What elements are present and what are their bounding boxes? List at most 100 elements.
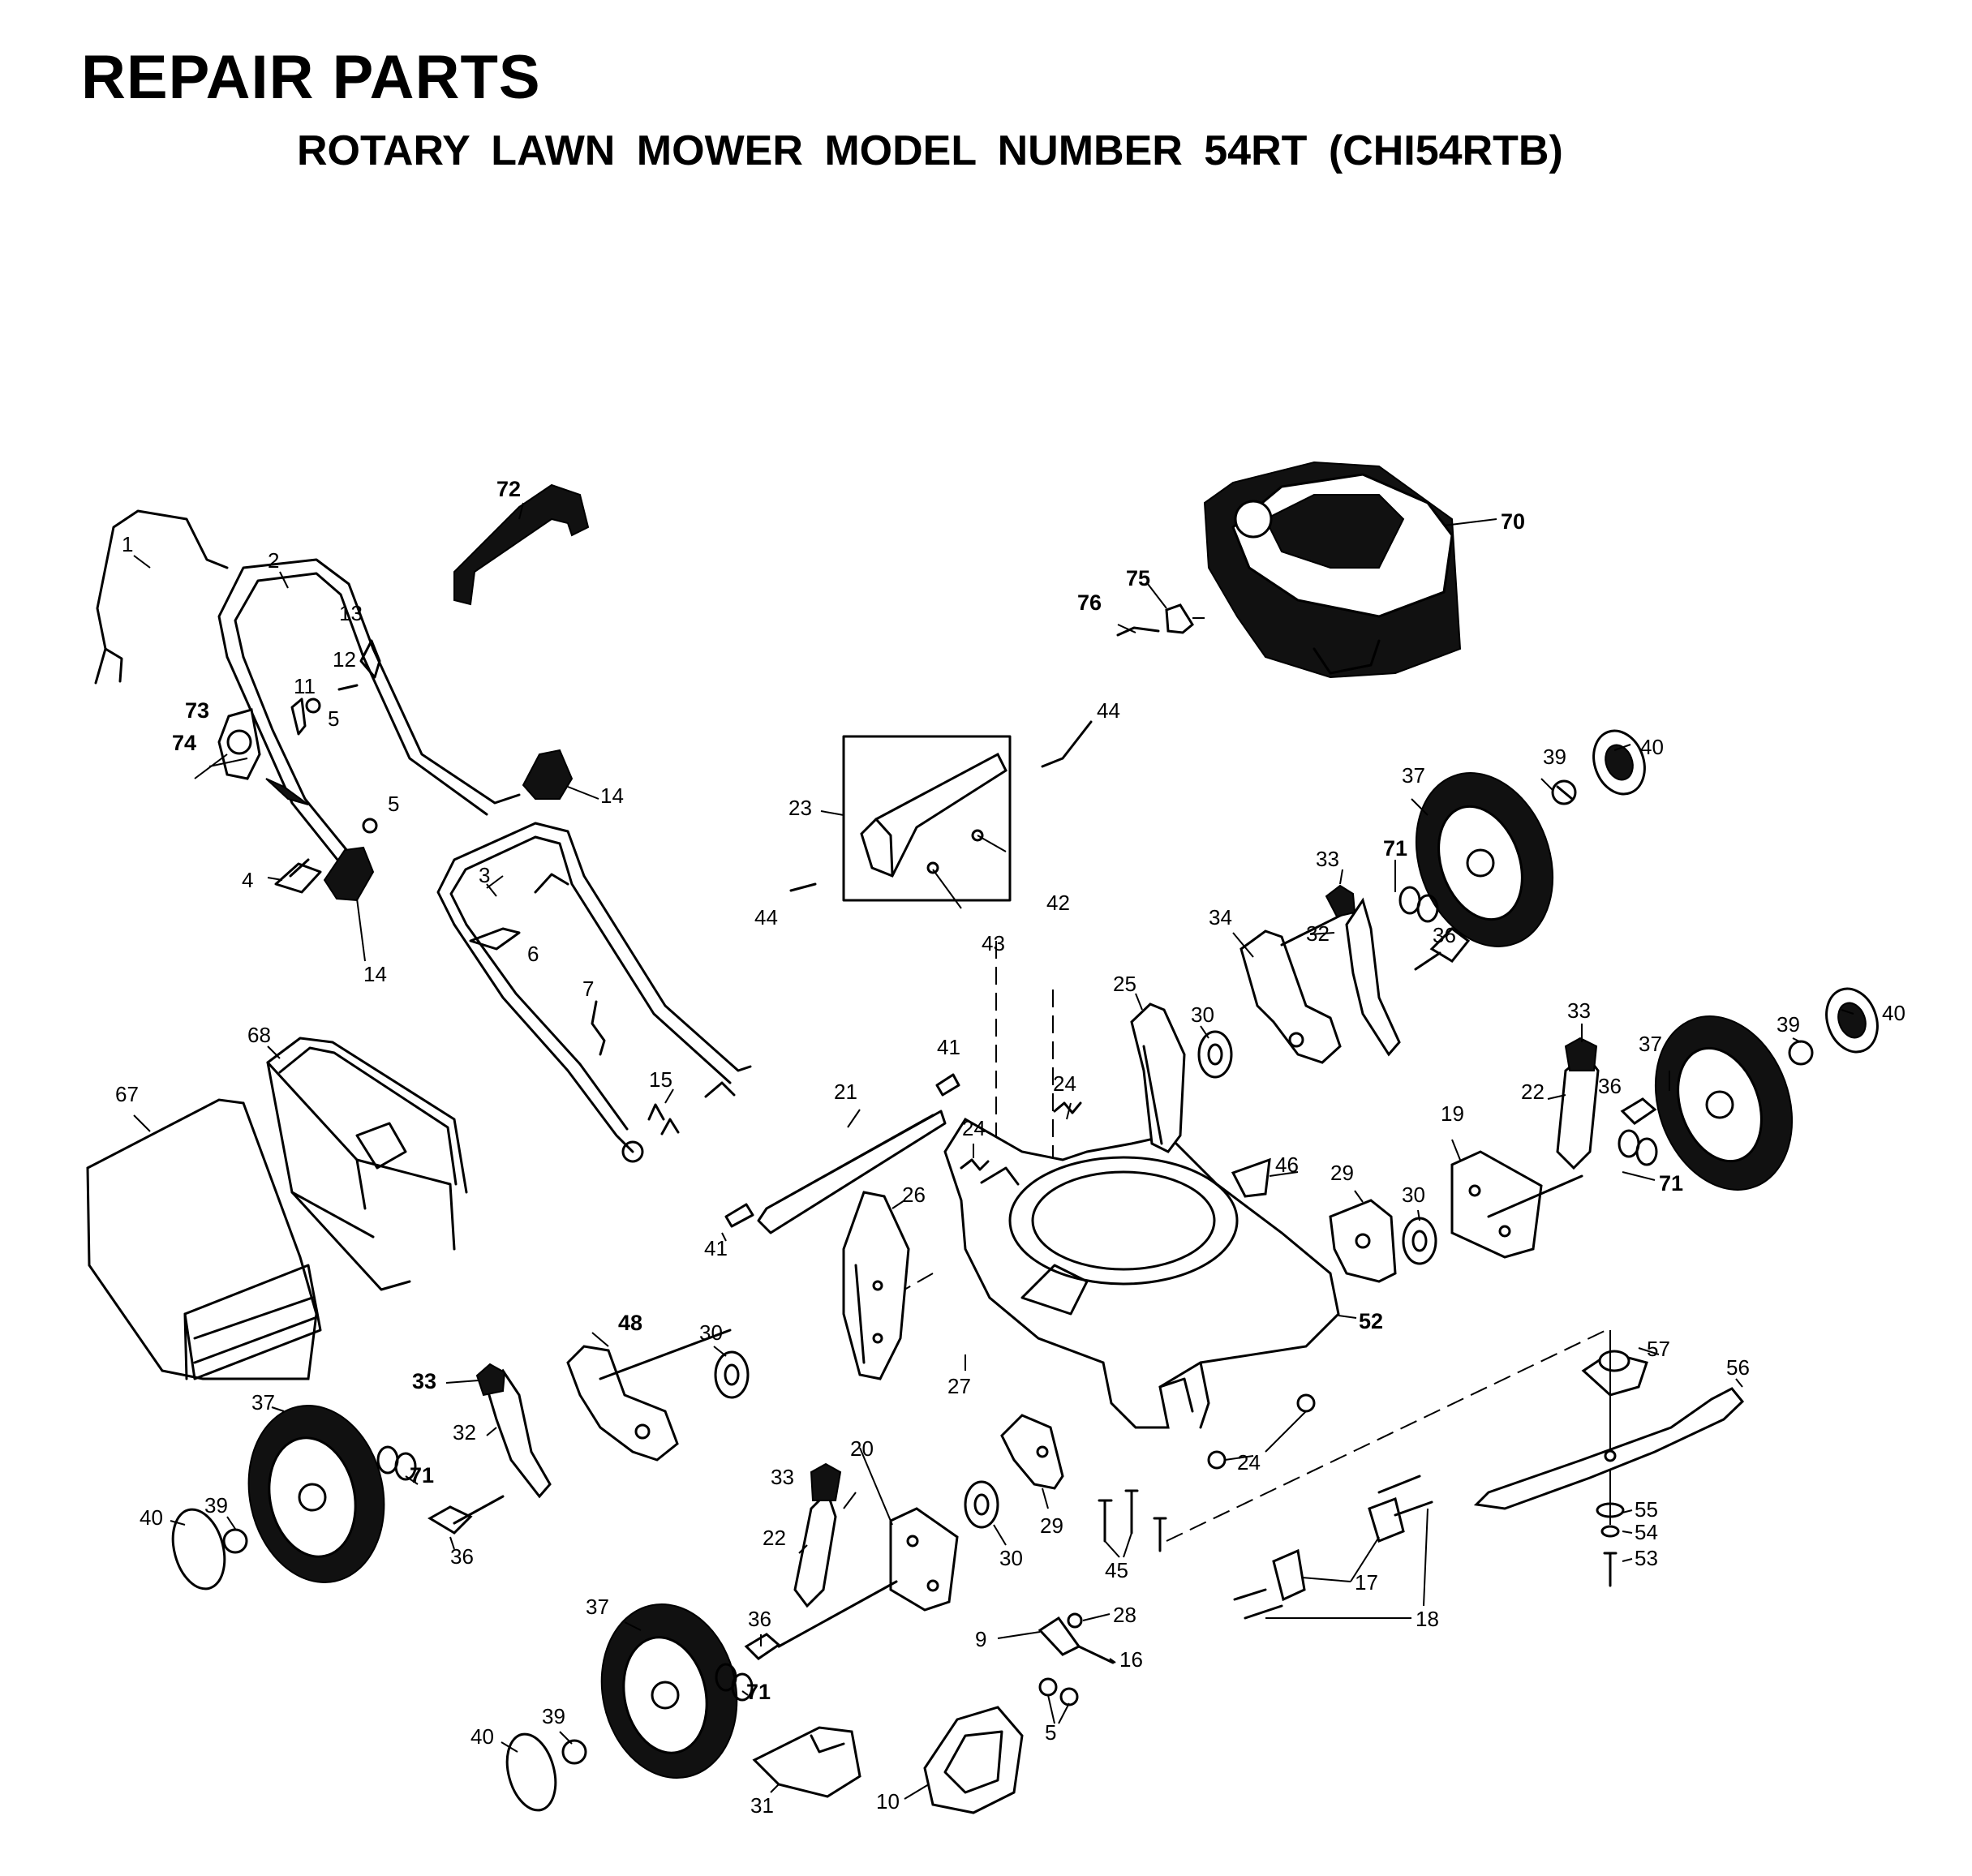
rear-left-cap-40 bbox=[171, 1508, 226, 1591]
handle-knob-part-14-upper bbox=[522, 749, 574, 800]
callout-36-front-left: 36 bbox=[748, 1607, 771, 1631]
callout-30-right: 30 bbox=[1402, 1183, 1425, 1207]
blade-hardware-53-55 bbox=[1596, 1502, 1625, 1587]
front-right-wheel-part-37 bbox=[1654, 1015, 1794, 1191]
callout-71-left: 71 bbox=[410, 1463, 434, 1487]
callout-1: 1 bbox=[122, 532, 133, 556]
callout-31: 31 bbox=[750, 1793, 774, 1818]
callout-30-left: 30 bbox=[699, 1320, 723, 1345]
front-right-nut-39 bbox=[1788, 1040, 1814, 1066]
callout-42: 42 bbox=[1046, 891, 1070, 915]
mower-deck-part-52 bbox=[943, 1117, 1357, 1429]
bracket-part-26 bbox=[842, 1191, 910, 1380]
callout-33-front-right: 33 bbox=[1567, 998, 1591, 1023]
baffle-part-46 bbox=[1231, 1157, 1271, 1198]
callout-2: 2 bbox=[268, 548, 279, 573]
latch-part-9 bbox=[997, 1612, 1115, 1664]
callout-12: 12 bbox=[333, 647, 356, 672]
callout-48: 48 bbox=[618, 1311, 642, 1335]
callout-39-front-left: 39 bbox=[542, 1704, 565, 1728]
engine-part-70 bbox=[1203, 461, 1497, 679]
callout-11: 11 bbox=[294, 674, 316, 698]
bracket-part-25 bbox=[1130, 1002, 1186, 1153]
front-left-nut-39 bbox=[561, 1739, 587, 1765]
callout-5-upper: 5 bbox=[328, 706, 339, 731]
callout-22-front-right: 22 bbox=[1521, 1080, 1545, 1104]
callout-41-lower: 41 bbox=[704, 1236, 728, 1260]
rear-right-wheel-part-37 bbox=[1415, 772, 1554, 947]
callout-26: 26 bbox=[902, 1183, 926, 1207]
callout-14-lower: 14 bbox=[363, 962, 387, 986]
bolts-45 bbox=[1098, 1489, 1167, 1558]
callout-44-lower: 44 bbox=[754, 905, 778, 929]
height-lever-rear-32 bbox=[1325, 884, 1401, 1057]
callout-33-rear: 33 bbox=[1316, 847, 1339, 871]
height-adjuster-rear-34 bbox=[1239, 911, 1348, 1064]
rear-left-wheel-37 bbox=[247, 1405, 385, 1583]
blade-adapter-57 bbox=[1581, 1330, 1648, 1525]
callout-33-left: 33 bbox=[412, 1369, 436, 1393]
callout-29-front: 29 bbox=[1040, 1513, 1063, 1538]
axle-bolt-front-right-36 bbox=[1620, 1097, 1657, 1125]
callout-4: 4 bbox=[242, 868, 253, 892]
lower-handle-part-3 bbox=[436, 822, 752, 1163]
front-left-cap-40 bbox=[505, 1732, 557, 1812]
callout-36-rear: 36 bbox=[1433, 923, 1456, 947]
front-left-wheel-37 bbox=[600, 1603, 738, 1779]
callout-40-front-left: 40 bbox=[470, 1724, 494, 1749]
grass-bag-part-67 bbox=[86, 1098, 322, 1380]
callout-21: 21 bbox=[834, 1080, 857, 1104]
callout-7: 7 bbox=[582, 977, 594, 1001]
callout-32-rear: 32 bbox=[1306, 921, 1330, 946]
rear-door-box bbox=[789, 720, 1093, 909]
callout-20: 20 bbox=[850, 1436, 874, 1461]
catcher-frame-part-68 bbox=[266, 1037, 468, 1291]
rear-right-cap-40 bbox=[1592, 729, 1646, 796]
callout-5-bottom: 5 bbox=[1045, 1720, 1056, 1745]
lower-handle-rod-part-1 bbox=[94, 509, 229, 685]
callout-55: 55 bbox=[1635, 1497, 1658, 1522]
callout-72: 72 bbox=[496, 477, 521, 501]
callout-52: 52 bbox=[1359, 1309, 1383, 1333]
callout-41-upper: 41 bbox=[937, 1035, 960, 1059]
callout-44-upper: 44 bbox=[1097, 698, 1120, 723]
callout-40-front-right: 40 bbox=[1882, 1001, 1905, 1025]
callout-40-rear-left: 40 bbox=[140, 1505, 163, 1530]
page-subtitle: ROTARY LAWN MOWER MODEL NUMBER 54RT (CHI… bbox=[297, 127, 1563, 174]
callout-28: 28 bbox=[1113, 1603, 1136, 1627]
front-height-plate-29 bbox=[1000, 1414, 1064, 1490]
callout-43: 43 bbox=[982, 931, 1005, 955]
callout-76: 76 bbox=[1077, 590, 1102, 615]
axle-bolt-rear-36 bbox=[1414, 927, 1471, 971]
callout-30-rear: 30 bbox=[1191, 1002, 1214, 1027]
callout-74: 74 bbox=[172, 731, 196, 755]
callout-45: 45 bbox=[1105, 1558, 1128, 1582]
height-lever-left-32 bbox=[475, 1363, 552, 1499]
callout-27: 27 bbox=[947, 1374, 971, 1398]
callout-37-front-right: 37 bbox=[1639, 1032, 1662, 1056]
rear-rod-part-21 bbox=[757, 1109, 947, 1234]
bracket-17-18 bbox=[1233, 1475, 1433, 1620]
callout-9: 9 bbox=[975, 1627, 986, 1651]
leader-lines bbox=[133, 502, 1854, 1753]
callout-13: 13 bbox=[339, 601, 363, 625]
washers-71-front-right bbox=[1618, 1129, 1658, 1166]
callout-71-front-left: 71 bbox=[746, 1680, 771, 1704]
rear-height-plate-29 bbox=[1329, 1199, 1397, 1283]
callout-75: 75 bbox=[1126, 566, 1150, 590]
callout-46: 46 bbox=[1275, 1153, 1299, 1177]
callout-24-upper: 24 bbox=[1053, 1071, 1076, 1096]
callout-68: 68 bbox=[247, 1023, 271, 1047]
callout-36-front-right: 36 bbox=[1598, 1074, 1622, 1098]
chute-part-31 bbox=[752, 1726, 861, 1798]
washers-71-front-left bbox=[715, 1663, 754, 1702]
nuts-part-5-bottom bbox=[1038, 1677, 1079, 1724]
rear-left-nut-39 bbox=[222, 1528, 248, 1554]
callout-37-rear-left: 37 bbox=[251, 1390, 275, 1415]
callout-40-rear-right: 40 bbox=[1640, 735, 1664, 759]
callout-73: 73 bbox=[185, 698, 209, 723]
washers-71-left bbox=[376, 1445, 417, 1481]
rear-flap-part-10 bbox=[904, 1706, 1024, 1814]
callout-16: 16 bbox=[1119, 1647, 1143, 1672]
callout-30-front: 30 bbox=[999, 1546, 1023, 1570]
